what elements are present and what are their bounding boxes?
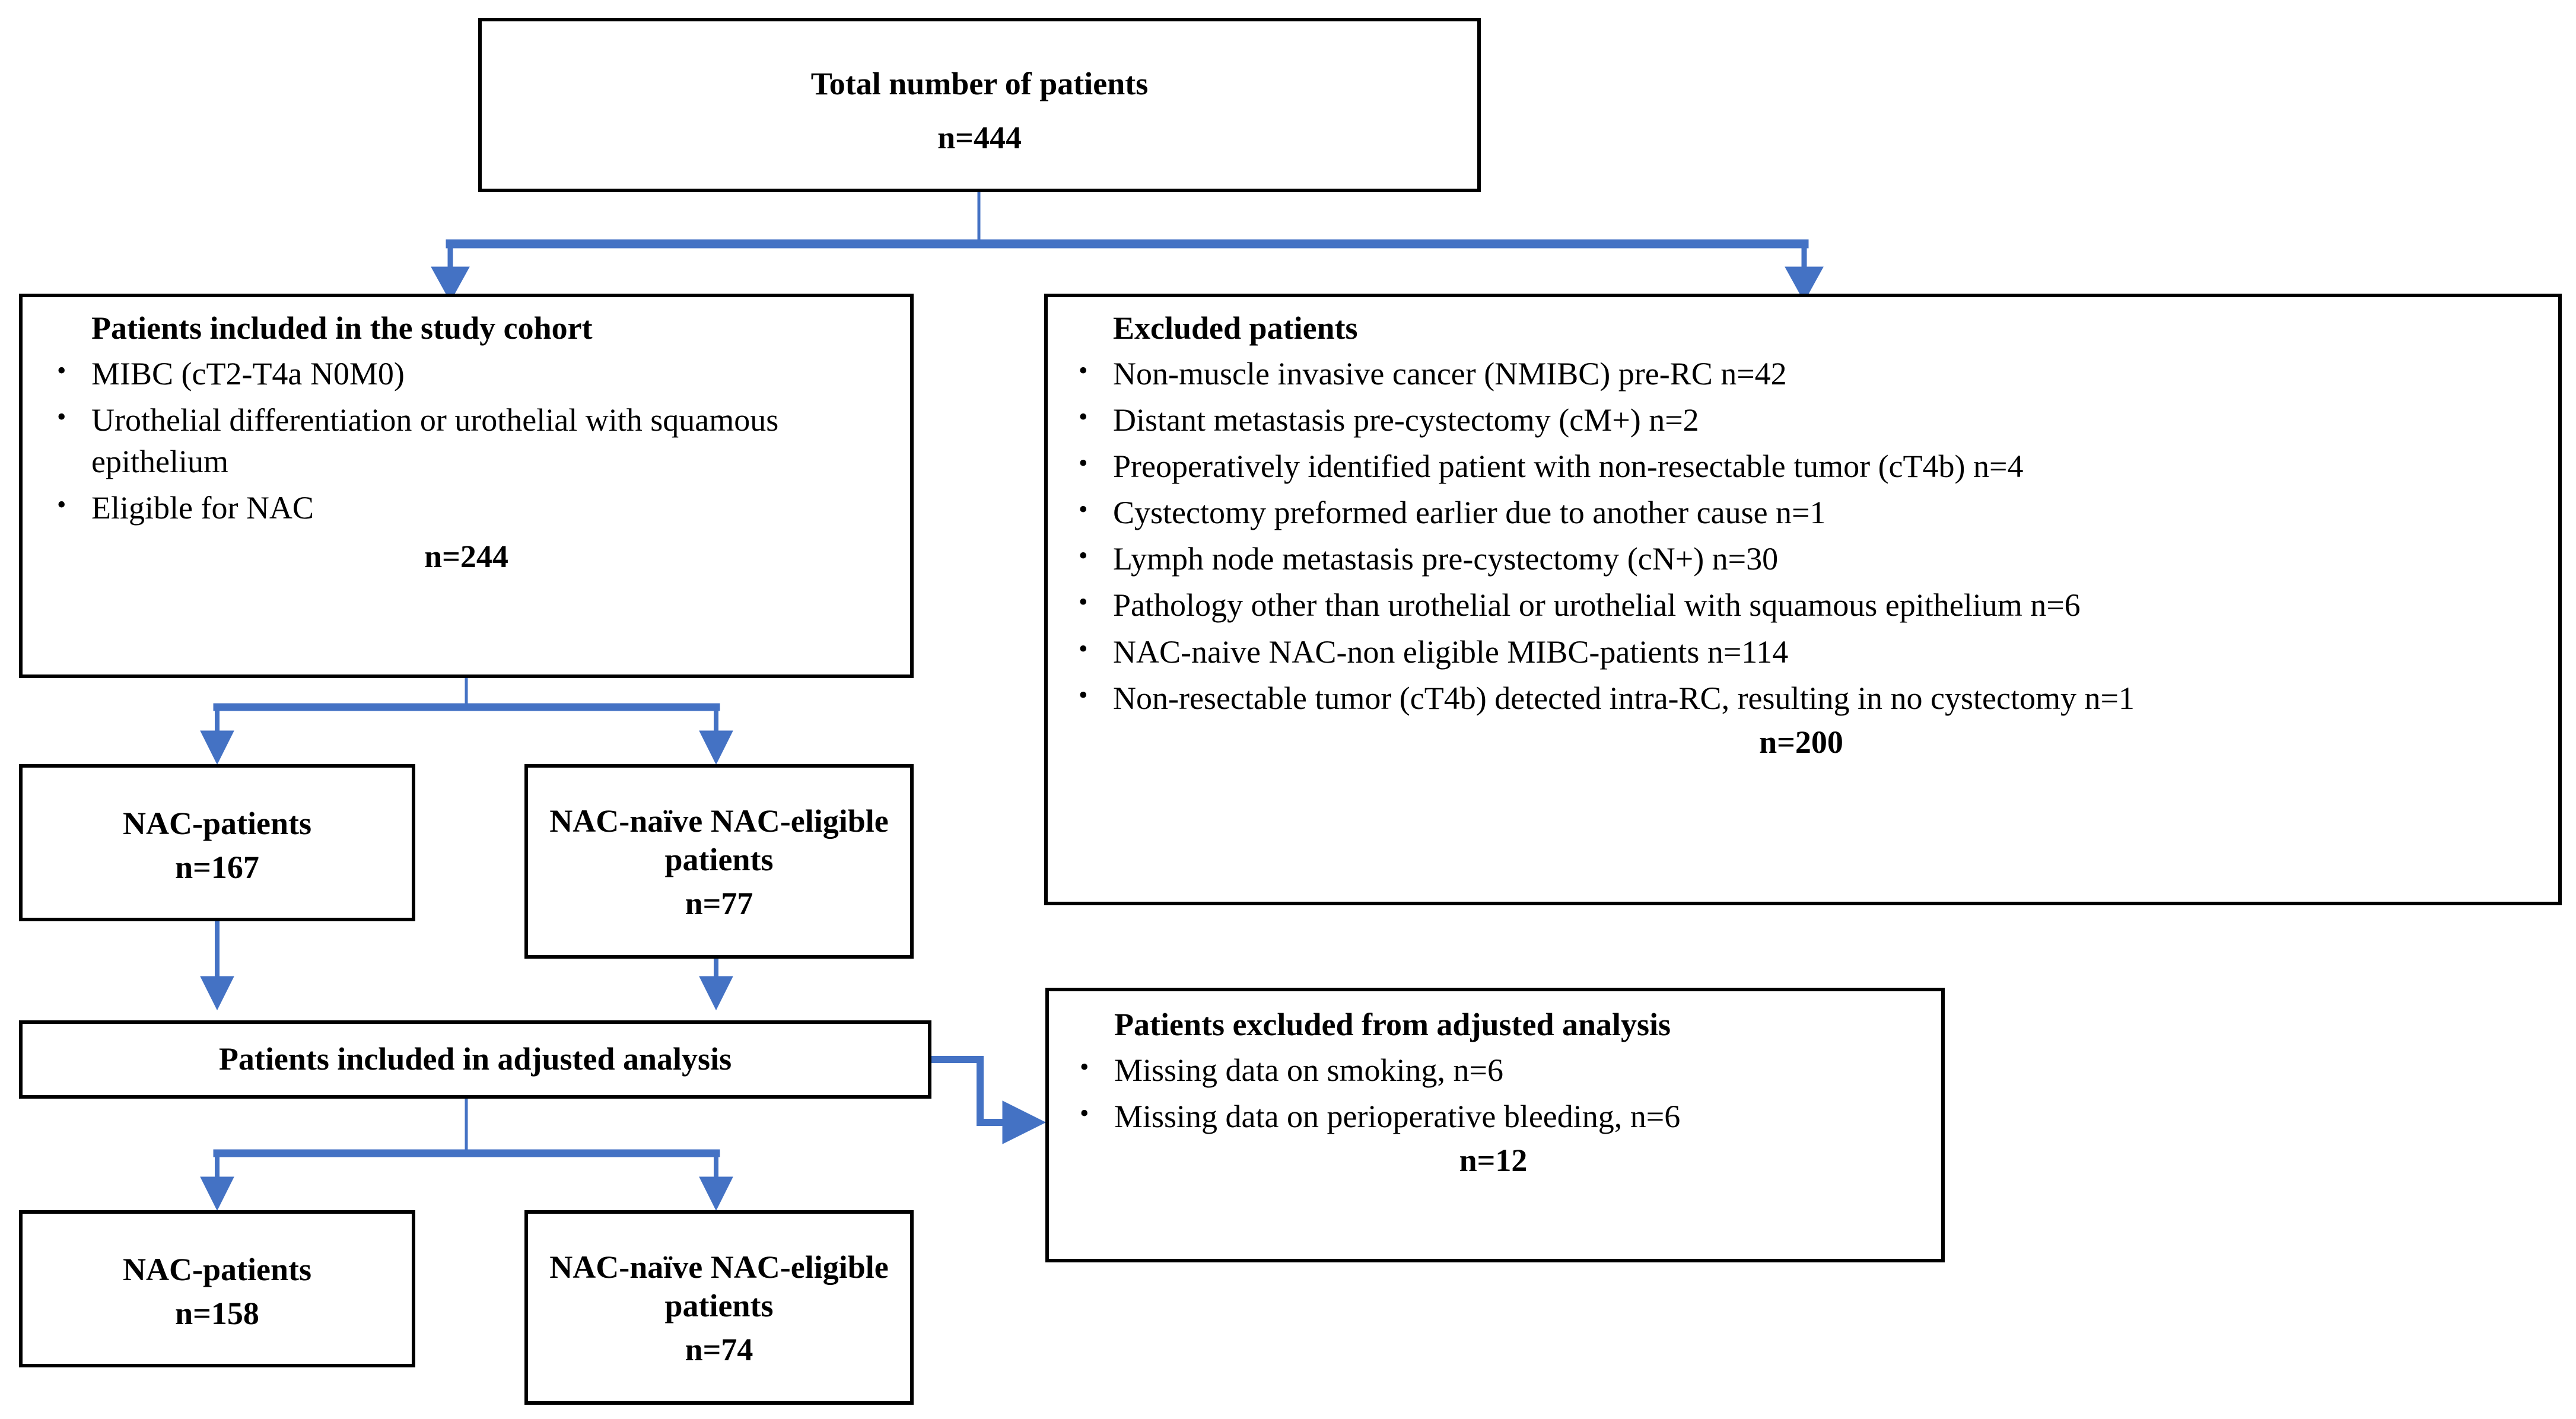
node-excluded-patients-count: n=200: [1759, 724, 1843, 761]
node-included-cohort-bullets: MIBC (cT2-T4a N0M0) Urothelial different…: [40, 352, 892, 529]
node-excluded-adjusted[interactable]: Patients excluded from adjusted analysis…: [1045, 988, 1945, 1262]
node-nac-patients-bottom[interactable]: NAC-patients n=158: [19, 1210, 415, 1367]
node-nac-naive-bottom-count: n=74: [685, 1331, 753, 1367]
list-item: Non-muscle invasive cancer (NMIBC) pre-R…: [1062, 352, 2540, 394]
node-nac-naive-top-title: NAC-naïve NAC-eligible patients: [549, 803, 889, 877]
list-item: Lymph node metastasis pre-cystectomy (cN…: [1062, 537, 2540, 580]
list-item: Missing data on perioperative bleeding, …: [1063, 1095, 1923, 1137]
node-nac-patients-top[interactable]: NAC-patients n=167: [19, 764, 415, 921]
node-excluded-adjusted-count: n=12: [1459, 1142, 1528, 1178]
node-nac-naive-top[interactable]: NAC-naïve NAC-eligible patients n=77: [524, 764, 914, 959]
node-nac-patients-top-count: n=167: [175, 849, 259, 885]
node-nac-patients-bottom-count: n=158: [175, 1295, 259, 1331]
node-nac-patients-top-title: NAC-patients: [123, 806, 311, 842]
node-nac-naive-top-count: n=77: [685, 885, 753, 921]
node-included-cohort-title: Patients included in the study cohort: [91, 310, 593, 346]
node-included-cohort[interactable]: Patients included in the study cohort MI…: [19, 294, 914, 678]
node-adjusted-analysis[interactable]: Patients included in adjusted analysis: [19, 1020, 931, 1099]
node-nac-naive-bottom-title: NAC-naïve NAC-eligible patients: [549, 1249, 889, 1323]
list-item: Preoperatively identified patient with n…: [1062, 444, 2540, 487]
node-total-patients-title: Total number of patients: [810, 66, 1149, 102]
node-nac-naive-bottom[interactable]: NAC-naïve NAC-eligible patients n=74: [524, 1210, 914, 1405]
node-excluded-patients[interactable]: Excluded patients Non-muscle invasive ca…: [1044, 294, 2562, 905]
node-excluded-adjusted-title: Patients excluded from adjusted analysis: [1114, 1007, 1671, 1042]
node-total-patients-count: n=444: [937, 119, 1022, 155]
list-item: MIBC (cT2-T4a N0M0): [40, 352, 892, 394]
list-item: Missing data on smoking, n=6: [1063, 1048, 1923, 1091]
node-included-cohort-count: n=244: [424, 539, 508, 575]
list-item: Non-resectable tumor (cT4b) detected int…: [1062, 676, 2540, 719]
list-item: NAC-naive NAC-non eligible MIBC-patients…: [1062, 630, 2540, 673]
list-item: Eligible for NAC: [40, 486, 892, 529]
node-adjusted-analysis-title: Patients included in adjusted analysis: [218, 1041, 732, 1077]
list-item: Pathology other than urothelial or uroth…: [1062, 583, 2540, 626]
node-excluded-patients-title: Excluded patients: [1113, 310, 1358, 346]
node-nac-patients-bottom-title: NAC-patients: [123, 1252, 311, 1288]
list-item: Urothelial differentiation or urothelial…: [40, 398, 892, 482]
list-item: Distant metastasis pre-cystectomy (cM+) …: [1062, 398, 2540, 441]
node-total-patients[interactable]: Total number of patients n=444: [478, 18, 1481, 192]
node-excluded-patients-bullets: Non-muscle invasive cancer (NMIBC) pre-R…: [1062, 352, 2540, 720]
list-item: Cystectomy preformed earlier due to anot…: [1062, 491, 2540, 533]
node-excluded-adjusted-bullets: Missing data on smoking, n=6 Missing dat…: [1063, 1048, 1923, 1137]
